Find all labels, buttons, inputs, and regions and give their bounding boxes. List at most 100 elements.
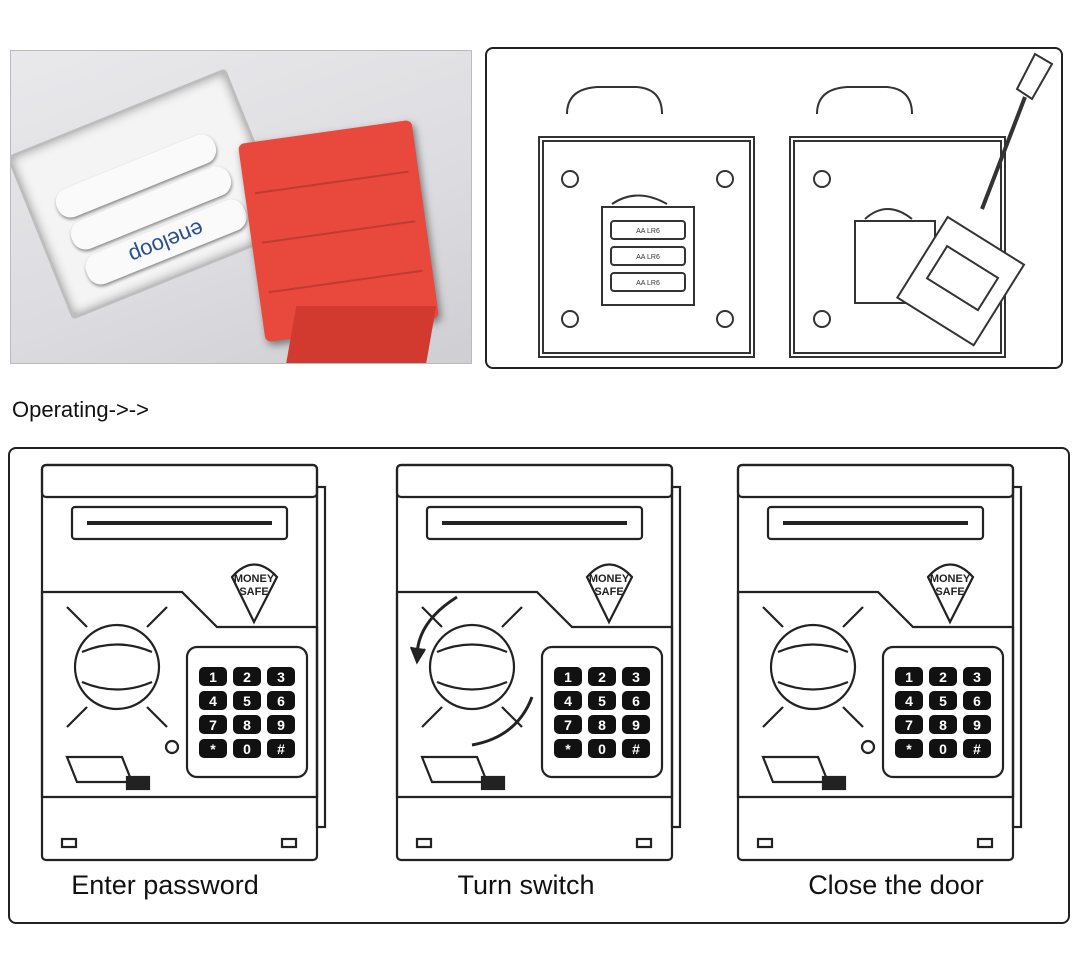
keypad-key-5[interactable] bbox=[588, 691, 616, 710]
keypad-key-label: 6 bbox=[632, 693, 640, 709]
dial-knob bbox=[769, 623, 857, 711]
keypad-key-8[interactable] bbox=[233, 715, 261, 734]
keypad-key-label: 3 bbox=[277, 669, 285, 685]
indicator-light-icon bbox=[860, 739, 876, 755]
keypad-key-label: 3 bbox=[632, 669, 640, 685]
keypad-key-5[interactable] bbox=[929, 691, 957, 710]
logo-text: MONEY bbox=[234, 573, 275, 585]
keypad-key-7[interactable] bbox=[554, 715, 582, 734]
battery-label: AA LR6 bbox=[636, 228, 660, 235]
battery-label: AA LR6 bbox=[636, 280, 660, 287]
keypad-key-#[interactable] bbox=[622, 739, 650, 758]
keypad-key-9[interactable] bbox=[963, 715, 991, 734]
keypad-key-label: 5 bbox=[243, 693, 251, 709]
keypad-key-label: * bbox=[210, 741, 216, 757]
keypad-key-label: 8 bbox=[243, 717, 251, 733]
battery-photo: eneloop bbox=[10, 50, 472, 364]
keypad-key-*[interactable] bbox=[895, 739, 923, 758]
coin-slot bbox=[766, 505, 985, 541]
step-label-turn-switch: Turn switch bbox=[457, 870, 595, 900]
section-title: Operating->-> bbox=[12, 397, 149, 422]
keypad-key-5[interactable] bbox=[233, 691, 261, 710]
keypad-key-1[interactable] bbox=[895, 667, 923, 686]
keypad-key-label: # bbox=[973, 741, 981, 757]
keypad-key-4[interactable] bbox=[199, 691, 227, 710]
coin-slot bbox=[425, 505, 644, 541]
keypad-key-label: 2 bbox=[243, 669, 251, 685]
keypad-key-3[interactable] bbox=[963, 667, 991, 686]
keypad-key-label: 4 bbox=[564, 693, 572, 709]
keypad-frame bbox=[185, 645, 309, 779]
keypad-key-#[interactable] bbox=[963, 739, 991, 758]
battery-install-diagram: AA LR6 AA LR6 AA LR6 bbox=[538, 52, 1054, 358]
keypad-key-9[interactable] bbox=[622, 715, 650, 734]
safe-back bbox=[538, 136, 755, 358]
safe-door bbox=[40, 590, 319, 799]
keypad-key-3[interactable] bbox=[267, 667, 295, 686]
keypad-key-label: * bbox=[906, 741, 912, 757]
keypad-key-label: 7 bbox=[905, 717, 913, 733]
coin-tray bbox=[420, 755, 489, 784]
logo-text: SAFE bbox=[935, 586, 964, 598]
keypad-key-label: 2 bbox=[598, 669, 606, 685]
keypad-key-6[interactable] bbox=[622, 691, 650, 710]
keypad-key-*[interactable] bbox=[199, 739, 227, 758]
battery-box bbox=[601, 206, 695, 306]
keypad-frame bbox=[540, 645, 664, 779]
dial-knob bbox=[73, 623, 161, 711]
keypad-key-8[interactable] bbox=[588, 715, 616, 734]
keypad-key-label: 0 bbox=[939, 741, 947, 757]
keypad-key-6[interactable] bbox=[963, 691, 991, 710]
keypad-key-3[interactable] bbox=[622, 667, 650, 686]
keypad-key-2[interactable] bbox=[588, 667, 616, 686]
keypad-key-4[interactable] bbox=[554, 691, 582, 710]
keypad-key-4[interactable] bbox=[895, 691, 923, 710]
logo-text: SAFE bbox=[239, 586, 268, 598]
safe-door bbox=[736, 590, 1015, 799]
logo-text: MONEY bbox=[589, 573, 630, 585]
coin-tray bbox=[65, 755, 134, 784]
keypad-key-label: 6 bbox=[973, 693, 981, 709]
keypad-key-label: 1 bbox=[905, 669, 913, 685]
battery-install-panel: AA LR6 AA LR6 AA LR6 bbox=[485, 47, 1063, 369]
keypad-key-9[interactable] bbox=[267, 715, 295, 734]
money-safe-logo bbox=[926, 563, 975, 625]
keypad-key-2[interactable] bbox=[233, 667, 261, 686]
keypad-key-label: 0 bbox=[243, 741, 251, 757]
keypad-key-2[interactable] bbox=[929, 667, 957, 686]
keypad-key-0[interactable] bbox=[233, 739, 261, 758]
keypad-key-7[interactable] bbox=[895, 715, 923, 734]
keypad-key-label: 1 bbox=[564, 669, 572, 685]
keypad-key-0[interactable] bbox=[588, 739, 616, 758]
keypad-key-#[interactable] bbox=[267, 739, 295, 758]
battery-label: AA LR6 bbox=[636, 254, 660, 261]
coin-tray bbox=[761, 755, 830, 784]
keypad-key-0[interactable] bbox=[929, 739, 957, 758]
keypad-key-7[interactable] bbox=[199, 715, 227, 734]
keypad-key-6[interactable] bbox=[267, 691, 295, 710]
money-safe-logo bbox=[230, 563, 279, 625]
safe-handle bbox=[566, 86, 663, 115]
keypad-key-label: 6 bbox=[277, 693, 285, 709]
keypad-key-label: 4 bbox=[905, 693, 913, 709]
keypad-key-*[interactable] bbox=[554, 739, 582, 758]
keypad-key-label: * bbox=[565, 741, 571, 757]
keypad-key-1[interactable] bbox=[554, 667, 582, 686]
keypad-key-label: 0 bbox=[598, 741, 606, 757]
keypad-key-label: 5 bbox=[598, 693, 606, 709]
keypad-key-label: # bbox=[632, 741, 640, 757]
keypad-key-8[interactable] bbox=[929, 715, 957, 734]
keypad-key-label: # bbox=[277, 741, 285, 757]
keypad-key-label: 9 bbox=[973, 717, 981, 733]
logo-text: SAFE bbox=[594, 586, 623, 598]
keypad-key-label: 8 bbox=[939, 717, 947, 733]
keypad-key-1[interactable] bbox=[199, 667, 227, 686]
keypad-key-label: 3 bbox=[973, 669, 981, 685]
rotate-arrow-icon bbox=[471, 696, 534, 747]
screwdriver-icon bbox=[1015, 52, 1054, 101]
